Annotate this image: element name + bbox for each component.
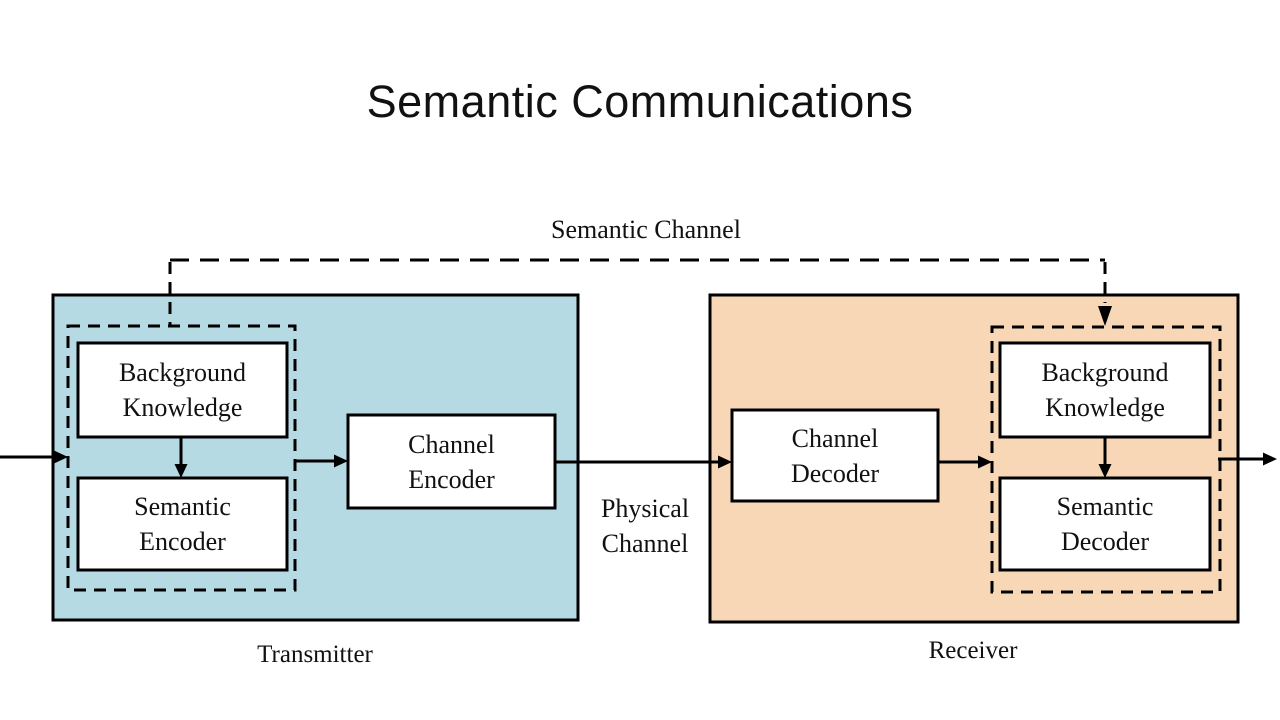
transmitter-label: Transmitter <box>257 640 373 668</box>
channel-decoder-label: Channel Decoder <box>790 423 880 488</box>
transmitter-dashed-group-box <box>66 324 297 592</box>
background-knowledge-box-receiver <box>998 341 1212 439</box>
semantic-channel-label: Semantic Channel <box>551 215 741 244</box>
background-knowledge-label-receiver: Background Knowledge <box>1041 358 1169 422</box>
output-arrowhead-icon <box>1263 452 1277 466</box>
receiver-knowledge-arrowhead-icon <box>1098 464 1112 478</box>
physical-channel-label: Physical Channel <box>600 494 690 558</box>
channel-encoder-label: Channel Encoder <box>408 429 495 494</box>
receiver-label: Receiver <box>928 636 1018 664</box>
semantic-encoder-box <box>76 476 289 572</box>
semantic-decoder-box <box>998 476 1212 572</box>
transmitter-knowledge-arrowhead-icon <box>174 464 188 478</box>
channel-encoder-box <box>346 413 557 510</box>
channel-decoder-to-semantic-arrowhead-icon <box>978 455 992 469</box>
semantic-encoder-label: Semantic Encoder <box>134 492 231 556</box>
background-knowledge-box-transmitter <box>76 341 289 439</box>
physical-channel-arrowhead-icon <box>718 455 732 469</box>
semantic-channel-arrowhead-down-icon <box>1098 306 1112 326</box>
background-knowledge-label-transmitter: Background Knowledge <box>118 358 247 422</box>
semantic-to-channel-encoder-arrowhead-icon <box>334 454 348 468</box>
semantic-decoder-label: Semantic Decoder <box>1056 492 1154 556</box>
page-title: Semantic Communications <box>366 76 914 127</box>
channel-decoder-box <box>730 408 940 503</box>
input-arrowhead-icon <box>54 450 68 464</box>
